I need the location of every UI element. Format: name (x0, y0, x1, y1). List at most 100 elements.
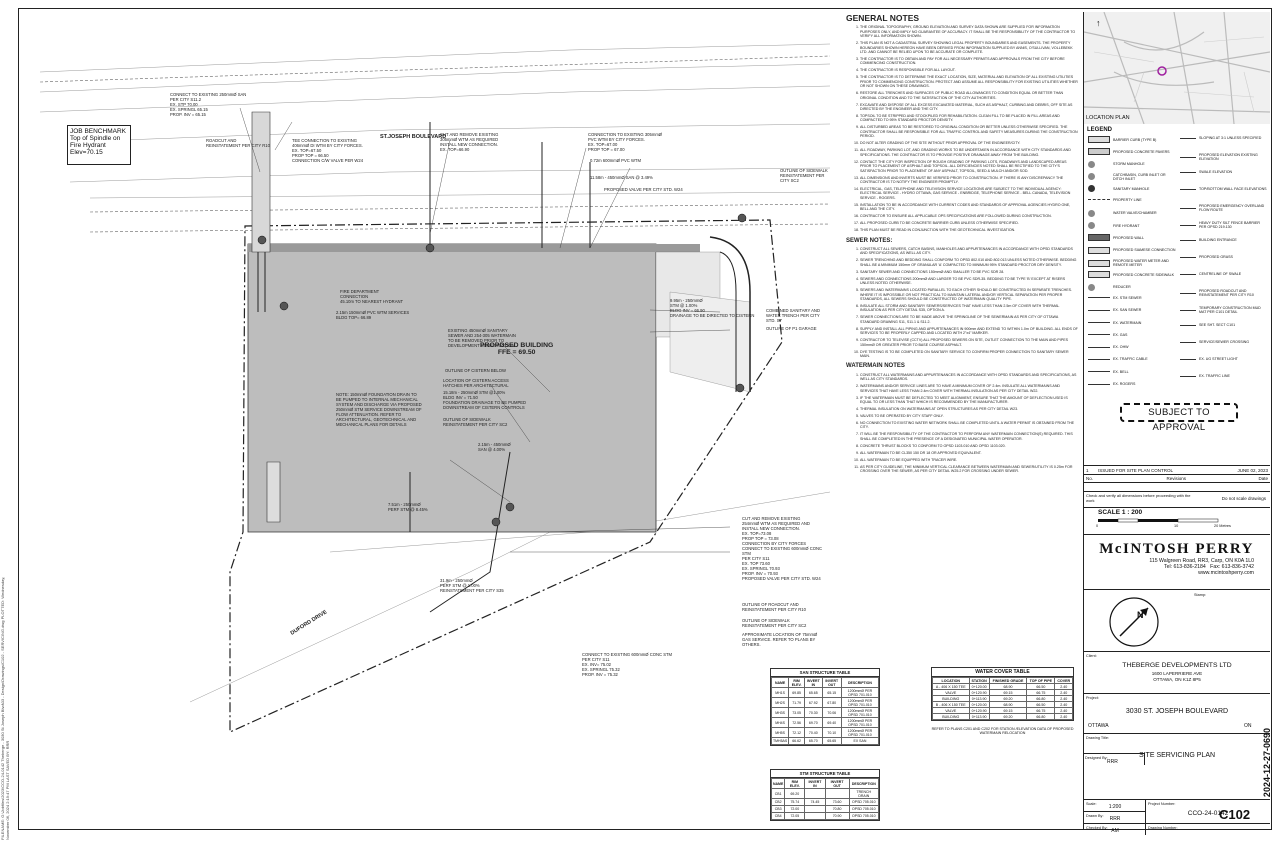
project-province: ON (1244, 723, 1252, 729)
legend-swatch-icon (1180, 207, 1196, 209)
legend-item: SLOPING AT 3:1 UNLESS SPECIFIED (1180, 136, 1268, 140)
watermain-notes-item: IT WILL BE THE RESPONSIBILITY OF THE CON… (860, 432, 1078, 441)
legend-swatch-icon (1180, 292, 1196, 294)
legend-item: PROPOSED EMERGENCY OVERLAND FLOW ROUTE (1180, 204, 1268, 212)
legend-item-label: EX. WATERMAIN (1113, 320, 1142, 325)
legend-item: HEAVY DUTY SILT FENCE BARRIER PER OPSD 2… (1180, 221, 1268, 229)
san-table-header-cell: NAME (770, 677, 790, 688)
legend-swatch-sanmh-icon (1088, 185, 1095, 193)
sewer-notes-item: SEWERS AND CONNECTIONS 200mmØ AND LARGER… (860, 277, 1078, 286)
drawing-title: SITE SERVICING PLAN (1138, 752, 1216, 759)
stm-table-header-cell: NAME (770, 778, 786, 789)
legend-item-label: EX. TRAFFIC LINE (1199, 374, 1230, 378)
scale-tick-0: 0 (1096, 524, 1099, 528)
legend-swatch-icon (1180, 273, 1196, 275)
building-label: PROPOSED BUILDING FFE = 69.50 (480, 342, 554, 356)
general-notes-item: ELECTRICAL, GAS, TELEPHONE AND TELEVISIO… (860, 187, 1078, 200)
water-cover-cell: 66.80 (1026, 713, 1056, 720)
legend-swatch-icon (1180, 156, 1196, 158)
legend-item: PROPOSED CONCRETE SIDEWALK (1088, 271, 1176, 279)
general-notes-item: EXCAVATE AND DISPOSE OF ALL EXCESS EXCAV… (860, 103, 1078, 112)
site-plan: JOB BENCHMARK Top of Spindle on Fire Hyd… (30, 12, 880, 830)
stamp-block: N Stamp: (1084, 589, 1270, 651)
revision-date: JUNE 02, 2023 (1237, 467, 1268, 473)
legend-item-label: WATER VALVE/CHAMBER (1113, 211, 1157, 216)
legend-swatch-sidewalk-icon (1088, 271, 1110, 279)
legend-item-label: TEMPORARY CONSTRUCTION MUD MAT PER C101 … (1199, 306, 1261, 314)
legend-item: TOP/BOTTOM WALL FACE ELEVATIONS (1180, 187, 1268, 191)
legend-item-label: EX. STM SEWER (1113, 295, 1142, 300)
legend-item: PROPOSED GRASS (1180, 255, 1268, 259)
legend-swatch-icon (1180, 358, 1196, 360)
general-notes-item: ALL PROPOSED CURB TO BE CONCRETE BARRIER… (860, 221, 1078, 225)
revision-header: No. Revisions Date (1084, 474, 1270, 483)
legend-swatch-pavers-icon (1088, 148, 1110, 156)
general-notes-list: THE ORIGINAL TOPOGRAPHY, GROUND ELEVATIO… (838, 25, 1078, 232)
sewer-notes-item: SUPPLY AND INSTALL ALL PIPING AND APPURT… (860, 327, 1078, 336)
general-notes-item: ALL DISTURBED AREAS TO BE RESTORED TO OR… (860, 125, 1078, 138)
san-table-cell: MH1S (770, 687, 790, 698)
legend-item: EX. GAS (1088, 333, 1176, 337)
callout-wtm-services: 2.15m 150mmØ PVC WTM SERVICES BLDG TOP= … (336, 310, 410, 320)
subject-to-approval-stamp: SUBJECT TO APPROVAL (1120, 403, 1238, 433)
general-notes-item: ALL DIMENSIONS AND INVERTS MUST BE VERIF… (860, 176, 1078, 185)
client-label: Client: (1086, 654, 1097, 658)
scale-bar (1098, 518, 1219, 523)
sewer-notes-item: SEWERS AND WATERMAINS LOCATED PARALLEL T… (860, 288, 1078, 301)
watermain-notes-item: CONCRETE THRUST BLOCKS TO CONFORM TO OPS… (860, 444, 1078, 448)
legend-item-label: PROPOSED EMERGENCY OVERLAND FLOW ROUTE (1199, 204, 1265, 212)
location-plan-label: LOCATION PLAN (1086, 115, 1130, 121)
legend-item-label: STORM MANHOLE (1113, 162, 1145, 167)
drawn-by-field: Drawn By: RRR (1084, 811, 1146, 823)
legend-item: STORM MANHOLE (1088, 160, 1176, 168)
callout-fire-department: FIRE DEPARTMENT CONNECTION 45.10m TO NEA… (340, 289, 404, 304)
project-field: Project: 3030 ST. JOSEPH BOULEVARD OTTAW… (1084, 693, 1270, 733)
san-table-cell: EX SAN (840, 737, 880, 745)
callout-sidewalk-mid: OUTLINE OF SIDEWALK REINSTATEMENT PER CI… (443, 417, 508, 427)
legend-item-label: CENTRELINE OF SWALE (1199, 272, 1242, 276)
sewer-notes-item: CONTRACTOR TO TELEVISE (CCTV) ALL PROPOS… (860, 338, 1078, 347)
client-field: Client: THEBERGE DEVELOPMENTS LTD 1600 L… (1084, 651, 1270, 693)
san-table-title: SAN STRUCTURE TABLE (771, 669, 879, 677)
revision-no: 1 (1086, 467, 1089, 473)
drawing-sheet-border (18, 8, 1272, 830)
legend-swatch-reducer-icon (1088, 283, 1095, 291)
callout-valve-w24: PROPOSED VALVE PER CITY STD. W24 (604, 187, 683, 192)
scale-field: Scale: 1:200 (1084, 799, 1146, 811)
check-note-block: Check and verify all dimensions before p… (1084, 491, 1270, 505)
callout-san-450: 11.58m - 450mmØ SAN @ 3.49% (590, 175, 653, 180)
legend-item-label: BARRIER CURB (TYPE B) (1113, 137, 1157, 142)
legend-item-label: REDUCER (1113, 285, 1131, 290)
drawing-title-label: Drawing Title: (1086, 736, 1109, 740)
legend-item: SWALE ELEVATION (1180, 170, 1268, 174)
general-notes-item: ALL ROADWAY, PARKING LOT, AND GRADING WO… (860, 148, 1078, 157)
revision-h-date: Date (1258, 476, 1268, 481)
general-notes-item: CONTACT THE CITY FOR INSPECTION OF ROUGH… (860, 160, 1078, 173)
drawn-by-label: Drawn By: (1086, 814, 1104, 818)
drawing-number-field: Drawing Number: (1146, 823, 1270, 835)
legend-swatch-icon (1180, 341, 1196, 343)
sewer-notes-item: SANITARY SEWER AND CONNECTIONS 150mmØ AN… (860, 270, 1078, 274)
stm-table-title: STM STRUCTURE TABLE (771, 770, 879, 778)
san-table-header-cell: INVERT IN (803, 677, 823, 688)
watermain-notes-item: ALL WATERMAIN TO BE EQUIPPED WITH TRACER… (860, 458, 1078, 462)
legend-swatch-siamese-icon (1088, 246, 1110, 254)
callout-p1-garage: OUTLINE OF P1 GARAGE (766, 326, 817, 331)
general-notes-item: CONTRACTOR TO ENSURE ALL APPLICABLE OPS … (860, 214, 1078, 218)
legend-item-label: PROPOSED WATER METER AND REMOTE METER (1113, 259, 1169, 267)
drawn-by: RRR (1109, 816, 1121, 822)
san-table-cell: 67.92 (803, 697, 823, 708)
firm-contact: Tel: 613-836-2184 Fax: 613-836-3742 (1084, 564, 1254, 570)
callout-sidewalk-south: OUTLINE OF SIDEWALK REINSTATEMENT PER CI… (742, 618, 807, 628)
drawing-number: C102 (1219, 807, 1251, 822)
legend-item-label: PROPOSED WALL (1113, 235, 1145, 240)
water-cover-note: REFER TO PLANS C201 AND C202 FOR STATION… (931, 727, 1074, 735)
stm-table-header-cell: RIM ELEV. (784, 778, 806, 789)
legend-item-label: PROPOSED CONCRETE PAVERS (1113, 149, 1170, 154)
callout-cistern: OUTLINE OF CISTERN BELOW (445, 368, 506, 373)
stm-table-header-cell: INVERT IN (804, 778, 826, 789)
sewer-notes-item: CONSTRUCT ALL SEWERS, CATCH BASINS, MANH… (860, 247, 1078, 256)
checked-by-field: Checked By: AM (1084, 823, 1146, 835)
